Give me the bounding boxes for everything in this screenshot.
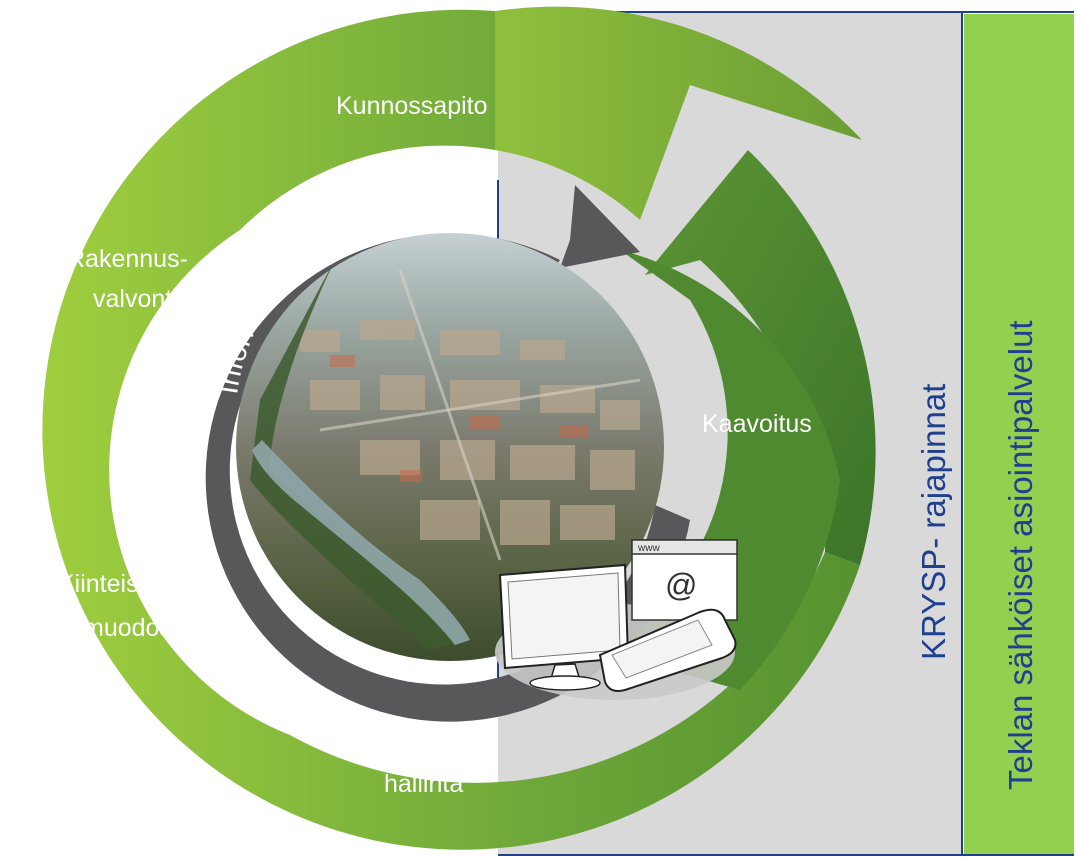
- outer-ring-top-segment: [495, 6, 862, 220]
- devices-illustration: www @: [495, 539, 738, 700]
- outer-ring-left-segment: [42, 9, 861, 850]
- label-kaavoitus: Kaavoitus: [702, 410, 812, 438]
- label-omaisuuden-hallinta-line1: Omaisuuden: [342, 730, 484, 758]
- email-at-icon: @: [665, 567, 697, 603]
- label-rakennusvalvonta-line2: valvonta: [93, 285, 186, 313]
- smartphone-icon: [598, 608, 737, 692]
- desktop-monitor-icon: [498, 563, 630, 691]
- label-kunnossapito: Kunnossapito: [336, 92, 488, 120]
- label-kiinteistonmuodostus-line1: Kiinteistön-: [58, 570, 182, 598]
- browser-window-label: www: [637, 543, 660, 554]
- outer-ring-inner-fill: [600, 250, 840, 690]
- label-krysp-rajapinnat: KRYSP- rajapinnat: [915, 384, 952, 660]
- label-kiinteistonmuodostus-line2: muodostus: [83, 614, 205, 642]
- label-teklan-asiointipalvelut: Teklan sähköiset asiointipalvelut: [1002, 320, 1039, 790]
- label-rakennusvalvonta-line1: Rakennus-: [67, 245, 188, 273]
- browser-window-icon: www @: [631, 539, 738, 621]
- label-omaisuuden-hallinta-line2: hallinta: [384, 770, 463, 798]
- eservices-panel: [964, 14, 1074, 854]
- information-management-arrowhead: [560, 185, 640, 268]
